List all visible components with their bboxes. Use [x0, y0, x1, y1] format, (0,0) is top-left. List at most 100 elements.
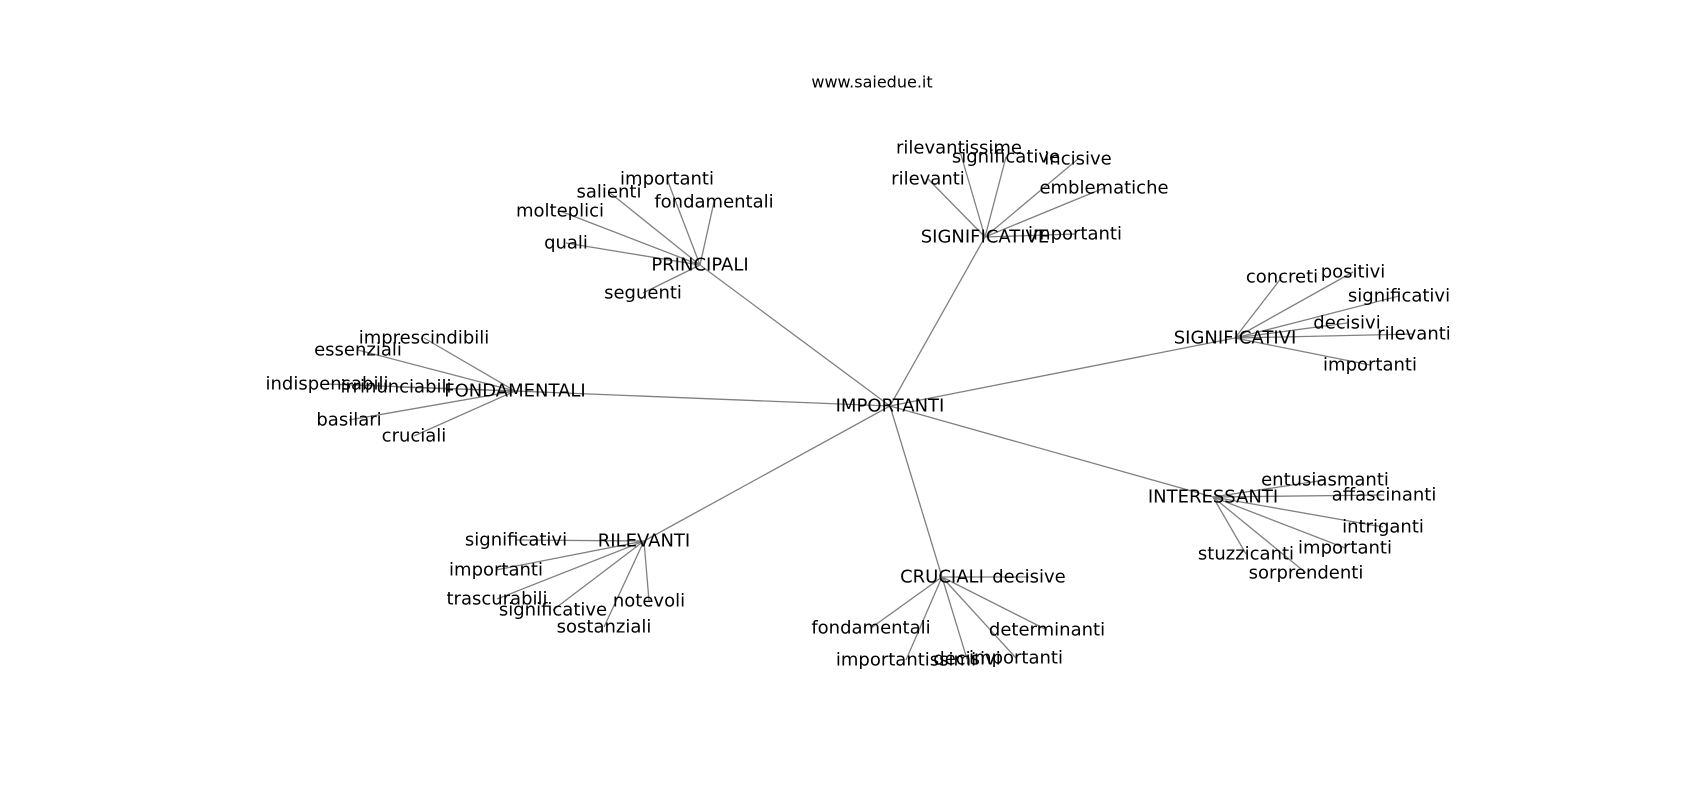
hub-leaf-edge — [1212, 494, 1385, 498]
hub-leaf-edge — [1212, 496, 1307, 574]
root-hub-edge — [889, 405, 1214, 498]
leaf-node-label: quali — [544, 233, 588, 254]
leaf-node-label: importantissimi — [836, 650, 976, 671]
leaf-node-label: importanti — [1323, 355, 1417, 376]
leaf-node-label: decisivi — [1313, 313, 1380, 334]
hub-leaf-edge — [905, 576, 943, 661]
leaf-node-label: imprescindibili — [359, 328, 490, 349]
leaf-node-label: indispensabili — [266, 374, 389, 395]
hub-leaf-edge — [870, 576, 943, 629]
hub-leaf-edge — [1234, 337, 1371, 366]
leaf-node-label: importanti — [449, 560, 543, 581]
hub-leaf-edge — [495, 540, 645, 571]
hub-leaf-edge — [984, 156, 1007, 238]
site-title: www.saiedue.it — [811, 73, 932, 92]
leaf-node-label: importanti — [1298, 538, 1392, 559]
leaf-node-label: basilari — [316, 410, 381, 431]
hub-leaf-edge — [423, 337, 516, 392]
hub-leaf-edge — [941, 576, 1048, 631]
leaf-node-label: significative — [499, 600, 607, 621]
leaf-node-label: positivi — [1321, 262, 1386, 283]
leaf-node-label: rilevanti — [891, 169, 965, 190]
hub-leaf-edge — [941, 576, 1017, 659]
hub-leaf-edge — [699, 201, 715, 266]
leaf-node-label: decisive — [992, 567, 1066, 588]
leaf-node-label: rilevanti — [1377, 324, 1451, 345]
hub-node-label: SIGNIFICATIVI — [1174, 328, 1297, 349]
root-hub-edge — [643, 405, 891, 542]
leaf-node-label: importanti — [620, 169, 714, 190]
hub-leaf-edge — [1212, 479, 1326, 498]
leaf-node-label: intriganti — [1342, 517, 1424, 538]
hub-leaf-edge — [941, 576, 968, 660]
leaf-node-label: emblematiche — [1039, 178, 1168, 199]
leaf-node-label: notevoli — [613, 591, 685, 612]
leaf-node-label: significativi — [1348, 286, 1450, 307]
hub-leaf-edge — [1212, 496, 1384, 528]
hub-leaf-edge — [357, 349, 516, 392]
leaf-node-label: fondamentali — [654, 192, 773, 213]
hub-leaf-edge — [984, 233, 1076, 238]
leaf-node-label: seguenti — [604, 283, 682, 304]
hub-node-label: RILEVANTI — [598, 531, 690, 552]
leaf-node-label: essenziali — [314, 340, 402, 361]
hub-leaf-edge — [552, 540, 645, 611]
hub-leaf-edge — [984, 158, 1079, 238]
root-hub-edge — [889, 236, 986, 407]
hub-leaf-edge — [642, 264, 701, 294]
leaf-node-label: incisive — [1044, 149, 1111, 170]
hub-leaf-edge — [643, 540, 650, 602]
hub-leaf-edge — [496, 540, 645, 600]
hub-leaf-edge — [1212, 496, 1247, 555]
root-hub-edge — [699, 264, 891, 407]
hub-node-label: SIGNIFICATIVE — [921, 227, 1050, 248]
hub-node-label: FONDAMENTALI — [444, 381, 585, 402]
hub-leaf-edge — [1234, 322, 1348, 339]
hub-node-label: PRINCIPALI — [651, 255, 748, 276]
hub-leaf-edge — [608, 191, 701, 266]
hub-leaf-edge — [984, 187, 1105, 238]
leaf-node-label: determinanti — [989, 620, 1105, 641]
hub-leaf-edge — [1234, 271, 1354, 339]
root-hub-edge — [514, 390, 891, 407]
hub-leaf-edge — [666, 178, 701, 266]
hub-leaf-edge — [413, 390, 516, 437]
hub-leaf-edge — [1212, 496, 1346, 549]
hub-leaf-edge — [958, 147, 986, 238]
leaf-node-label: fondamentali — [811, 618, 930, 639]
hub-leaf-edge — [1234, 276, 1283, 339]
leaf-node-label: importanti — [969, 648, 1063, 669]
leaf-node-label: decisivi — [933, 649, 1000, 670]
leaf-node-label: significativi — [465, 530, 567, 551]
hub-node-label: INTERESSANTI — [1148, 487, 1278, 508]
leaf-node-label: sostanziali — [557, 617, 652, 638]
hub-leaf-edge — [565, 242, 701, 266]
leaf-node-label: sorprendenti — [1249, 563, 1364, 584]
hub-leaf-edge — [348, 390, 516, 421]
leaf-node-label: concreti — [1246, 267, 1318, 288]
hub-leaf-edge — [1234, 295, 1400, 339]
leaf-node-label: significative — [952, 147, 1060, 168]
hub-node-label: CRUCIALI — [900, 567, 984, 588]
root-hub-edge — [889, 337, 1236, 407]
leaf-node-label: rilevantissime — [896, 138, 1022, 159]
leaf-node-label: affascinanti — [1332, 485, 1437, 506]
hub-leaf-edge — [927, 178, 986, 238]
leaf-node-label: molteplici — [516, 201, 604, 222]
leaf-node-label: cruciali — [382, 426, 447, 447]
hub-leaf-edge — [1234, 333, 1415, 339]
hub-leaf-edge — [515, 539, 645, 542]
edges-layer — [326, 147, 1415, 661]
hub-leaf-edge — [559, 210, 701, 266]
leaf-node-label: importanti — [1028, 224, 1122, 245]
leaf-node-label: entusiasmanti — [1261, 470, 1389, 491]
leaf-node-label: salienti — [577, 182, 642, 203]
leaf-node-label: irrinunciabili — [340, 377, 451, 398]
root-hub-edge — [889, 405, 943, 578]
root-node-label: IMPORTANTI — [836, 396, 945, 417]
leaf-node-label: stuzzicanti — [1198, 544, 1294, 565]
hub-leaf-edge — [395, 386, 516, 392]
hub-leaf-edge — [603, 540, 645, 628]
